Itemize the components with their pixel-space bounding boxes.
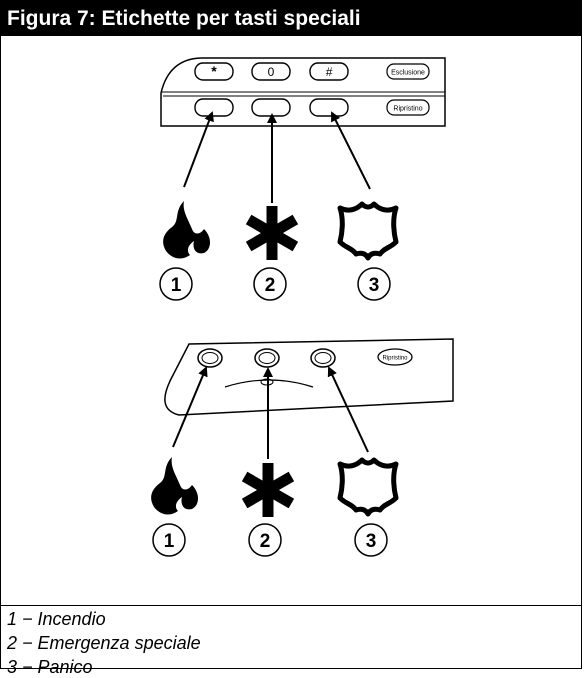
key-reset-bottom-label: Ripristino bbox=[382, 356, 408, 362]
keypad-top-housing bbox=[160, 57, 446, 127]
key-hash[interactable]: # bbox=[309, 62, 349, 81]
marker-2-top-label: 2 bbox=[265, 275, 276, 296]
figure-title: Figura 7: Etichette per tasti speciali bbox=[1, 1, 581, 36]
key-zero-label: 0 bbox=[268, 65, 275, 79]
fire-icon bbox=[163, 201, 210, 259]
marker-2-top: 2 bbox=[253, 267, 287, 301]
fire-icon bbox=[151, 457, 198, 515]
key-hash-label: # bbox=[326, 65, 333, 79]
key-star-label: * bbox=[211, 63, 217, 79]
marker-1-bottom-label: 1 bbox=[164, 531, 175, 552]
arrow-fire-bottom bbox=[172, 366, 208, 448]
marker-1-bottom: 1 bbox=[152, 523, 186, 557]
asterisk-icon bbox=[245, 206, 299, 260]
marker-1-top: 1 bbox=[159, 267, 193, 301]
key-fire-bottom[interactable] bbox=[197, 348, 223, 368]
key-zero[interactable]: 0 bbox=[251, 62, 291, 81]
key-star[interactable]: * bbox=[194, 62, 234, 81]
keypad-bottom-housing bbox=[164, 338, 454, 416]
keypad-top: * 0 # Esclusione Ripristino bbox=[160, 57, 446, 127]
legend-item-panic: 3 − Panico bbox=[7, 657, 93, 677]
marker-1-top-label: 1 bbox=[171, 275, 182, 296]
shield-icon bbox=[337, 201, 399, 261]
marker-3-bottom-label: 3 bbox=[366, 531, 377, 552]
legend-item-special-emergency: 2 − Emergenza speciale bbox=[7, 633, 201, 653]
key-panic[interactable] bbox=[309, 98, 349, 117]
shield-icon bbox=[337, 457, 399, 517]
arrows-top bbox=[183, 111, 371, 203]
key-bypass-label: Esclusione bbox=[391, 70, 425, 77]
marker-3-bottom: 3 bbox=[354, 523, 388, 557]
key-bypass[interactable]: Esclusione bbox=[386, 63, 430, 80]
marker-2-bottom: 2 bbox=[248, 523, 282, 557]
arrow-fire-top bbox=[183, 111, 214, 188]
asterisk-icon bbox=[241, 463, 295, 517]
key-reset[interactable]: Ripristino bbox=[386, 99, 430, 116]
key-special-emergency[interactable] bbox=[251, 98, 291, 117]
marker-3-top: 3 bbox=[357, 267, 391, 301]
arrow-panic-bottom bbox=[327, 366, 369, 453]
key-reset-label: Ripristino bbox=[393, 106, 422, 113]
arrows-bottom bbox=[172, 366, 369, 459]
key-fire[interactable] bbox=[194, 98, 234, 117]
legend-item-fire: 1 − Incendio bbox=[7, 609, 106, 629]
legend-divider bbox=[1, 605, 581, 606]
arrow-panic-top bbox=[331, 111, 371, 190]
key-reset-bottom[interactable]: Ripristino bbox=[377, 348, 413, 366]
keypad-diagram: * 0 # Esclusione Ripristino bbox=[151, 57, 454, 557]
key-panic-bottom[interactable] bbox=[310, 348, 336, 368]
key-emergency-bottom[interactable] bbox=[254, 348, 280, 368]
keypad-bottom: Ripristino bbox=[164, 338, 454, 416]
marker-2-bottom-label: 2 bbox=[260, 531, 271, 552]
marker-3-top-label: 3 bbox=[369, 275, 380, 296]
